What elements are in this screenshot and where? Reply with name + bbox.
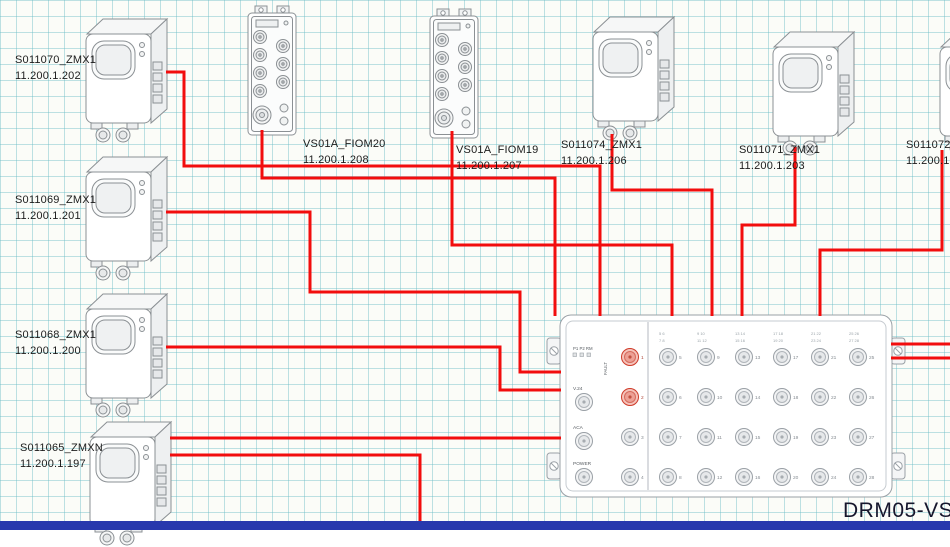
svg-text:25: 25 xyxy=(869,355,875,361)
device-name: S011068_ZMX1 xyxy=(15,329,97,341)
svg-text:17: 17 xyxy=(793,355,799,361)
svg-text:19 20: 19 20 xyxy=(773,338,784,343)
svg-text:5: 5 xyxy=(679,355,682,361)
zmx-camera-icon xyxy=(772,30,856,156)
device-vs01a_fiom19[interactable] xyxy=(425,8,485,144)
svg-text:11: 11 xyxy=(717,435,722,441)
svg-text:13: 13 xyxy=(755,355,761,361)
device-name: S011074_ZMX1 xyxy=(561,139,643,151)
device-label-s011074_zmx1: S011074_ZMX1 11.200.1.206 xyxy=(561,137,642,169)
wire-s011072-to-switch xyxy=(818,150,944,316)
svg-text:11 12: 11 12 xyxy=(697,338,707,343)
device-label-vs01a_fiom20: VS01A_FIOM20 11.200.1.208 xyxy=(303,136,386,168)
device-ip: 11.200.1.197 xyxy=(20,458,86,470)
svg-text:22: 22 xyxy=(831,395,837,401)
device-s011065_zmxn[interactable] xyxy=(82,415,182,547)
svg-text:10: 10 xyxy=(717,395,723,401)
fiom-module-icon xyxy=(429,8,479,139)
switch-fault-label: FAULT xyxy=(603,362,608,375)
zmx-camera-icon xyxy=(85,155,169,281)
svg-text:23 24: 23 24 xyxy=(811,338,822,343)
device-name: VS01A_FIOM19 xyxy=(456,144,539,156)
zmx-camera-icon xyxy=(592,15,676,141)
svg-text:14: 14 xyxy=(755,395,761,401)
device-ip: 11.200.1.202 xyxy=(15,70,81,82)
svg-text:7: 7 xyxy=(679,435,682,441)
svg-text:5 6: 5 6 xyxy=(659,331,665,336)
device-name: S011065_ZMXN xyxy=(20,442,103,454)
svg-text:20: 20 xyxy=(793,475,799,481)
zmx-camera-icon xyxy=(85,292,169,418)
device-s011072_z[interactable] xyxy=(932,25,950,157)
wire-s011068-to-switch xyxy=(166,345,561,392)
svg-text:16: 16 xyxy=(755,475,761,481)
device-s011071_zmx1[interactable] xyxy=(765,25,865,157)
device-ip: 11.200.1.2 xyxy=(906,155,950,167)
device-ip: 11.200.1.200 xyxy=(15,345,81,357)
wire-s011070-to-switch xyxy=(166,70,602,316)
svg-text:8: 8 xyxy=(679,475,682,481)
svg-text:1: 1 xyxy=(641,355,644,361)
drawing-frame-bottom xyxy=(0,521,950,530)
device-name: S011070_ZMX1 xyxy=(15,54,97,66)
device-ip: 11.200.1.203 xyxy=(739,160,805,172)
zmx-camera-icon xyxy=(89,420,173,546)
svg-text:9: 9 xyxy=(717,355,720,361)
svg-text:6: 6 xyxy=(679,395,682,401)
device-s011074_zmx1[interactable] xyxy=(585,10,685,142)
svg-text:9 10: 9 10 xyxy=(697,331,706,336)
svg-text:26: 26 xyxy=(869,395,875,401)
wire-s011065-down xyxy=(170,453,422,530)
svg-text:2: 2 xyxy=(641,395,644,401)
svg-text:7 8: 7 8 xyxy=(659,338,665,343)
device-vs01a_fiom20[interactable] xyxy=(243,5,303,141)
device-name: VS01A_FIOM20 xyxy=(303,138,386,150)
device-label-s011068_zmx1: S011068_ZMX1 11.200.1.200 xyxy=(15,327,96,359)
switch-aux-label: POWER xyxy=(573,461,592,467)
zmx-camera-icon xyxy=(939,37,950,151)
svg-text:27 28: 27 28 xyxy=(849,338,860,343)
device-name: S011071_ZMX1 xyxy=(739,144,821,156)
fiom-module-icon xyxy=(247,5,297,136)
svg-text:4: 4 xyxy=(641,475,644,481)
device-name: S011069_ZMX1 xyxy=(15,194,97,206)
device-label-s011070_zmx1: S011070_ZMX1 11.200.1.202 xyxy=(15,52,96,84)
device-s011069_zmx1[interactable] xyxy=(78,150,178,282)
svg-text:18: 18 xyxy=(793,395,799,401)
device-label-s011065_zmxn: S011065_ZMXN 11.200.1.197 xyxy=(20,440,103,472)
svg-text:21: 21 xyxy=(831,355,837,361)
wire-s011069-to-switch xyxy=(166,210,561,374)
device-ip: 11.200.1.208 xyxy=(303,154,369,166)
svg-text:3: 3 xyxy=(641,435,644,441)
device-name: S011072_Z xyxy=(906,139,950,151)
svg-text:17 18: 17 18 xyxy=(773,331,784,336)
device-label-s011069_zmx1: S011069_ZMX1 11.200.1.201 xyxy=(15,192,96,224)
device-s011070_zmx1[interactable] xyxy=(78,12,178,144)
svg-text:12: 12 xyxy=(717,475,723,481)
svg-text:19: 19 xyxy=(793,435,799,441)
device-ip: 11.200.1.206 xyxy=(561,155,627,167)
switch-led-labels: P1 P2 RM xyxy=(573,346,593,351)
zmx-camera-icon xyxy=(85,17,169,143)
device-label-s011071_zmx1: S011071_ZMX1 11.200.1.203 xyxy=(739,142,820,174)
svg-text:15 16: 15 16 xyxy=(735,338,746,343)
svg-text:23: 23 xyxy=(831,435,837,441)
device-ip: 11.200.1.207 xyxy=(456,160,522,172)
svg-text:13 14: 13 14 xyxy=(735,331,746,336)
device-label-s011072_z: S011072_Z 11.200.1.2 xyxy=(906,137,950,169)
svg-text:25 26: 25 26 xyxy=(849,331,860,336)
drawing-title: DRM05-VS0 xyxy=(843,499,950,522)
svg-text:21 22: 21 22 xyxy=(811,331,822,336)
device-s011068_zmx1[interactable] xyxy=(78,287,178,419)
svg-text:28: 28 xyxy=(869,475,875,481)
device-label-vs01a_fiom19: VS01A_FIOM19 11.200.1.207 xyxy=(456,142,539,174)
svg-text:24: 24 xyxy=(831,475,837,481)
device-ip: 11.200.1.201 xyxy=(15,210,81,222)
svg-text:15: 15 xyxy=(755,435,761,441)
switch-aux-label: V.24 xyxy=(573,386,583,392)
switch-aux-label: ACA xyxy=(573,425,584,431)
svg-text:27: 27 xyxy=(869,435,875,441)
